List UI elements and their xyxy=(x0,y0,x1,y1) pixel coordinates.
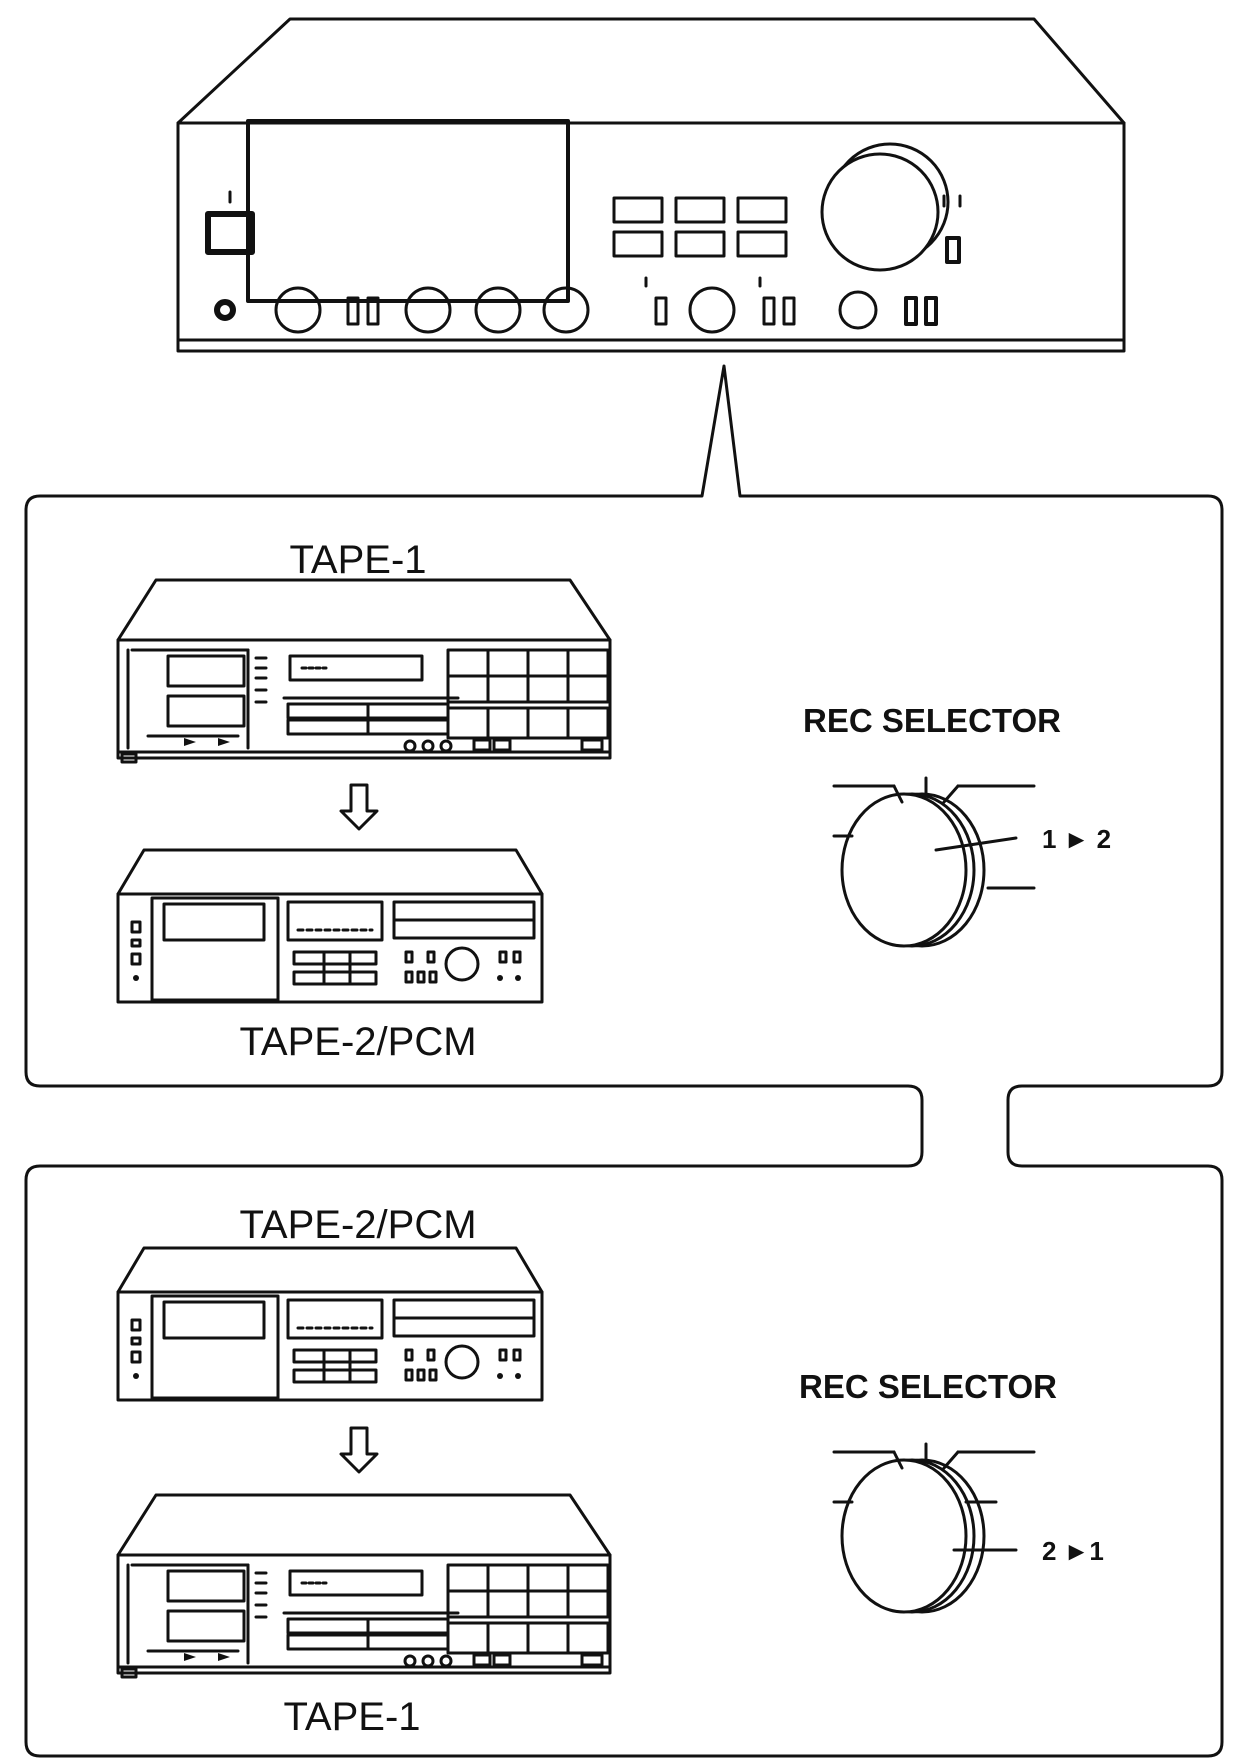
tape-1-deck-illustration xyxy=(116,578,612,764)
tape-2-pcm-deck-illustration xyxy=(116,848,544,1004)
transfer-arrow-icon xyxy=(339,783,379,831)
upper-panel xyxy=(116,578,1036,1004)
lower-rec-selector-label: REC SELECTOR xyxy=(799,1368,1057,1405)
lower-source-label: TAPE-2/PCM xyxy=(239,1203,476,1247)
rec-selector-knob-icon xyxy=(832,1442,1036,1614)
tape-2-pcm-deck-illustration xyxy=(116,1246,544,1402)
upper-panel-frame xyxy=(24,364,1224,1758)
lower-destination-label: TAPE-1 xyxy=(283,1695,420,1739)
lower-selector-position-label: 2 ►1 xyxy=(1042,1536,1104,1566)
upper-destination-label: TAPE-2/PCM xyxy=(239,1020,476,1064)
tape-1-deck-illustration xyxy=(116,1493,612,1679)
upper-rec-selector-label: REC SELECTOR xyxy=(803,702,1061,739)
upper-source-label: TAPE-1 xyxy=(289,538,426,582)
lower-panel xyxy=(116,1246,1036,1679)
transfer-arrow-icon xyxy=(339,1426,379,1474)
amplifier-illustration xyxy=(176,17,1126,353)
rec-selector-knob-icon xyxy=(832,776,1036,948)
upper-selector-position-label: 1 ► 2 xyxy=(1042,824,1111,854)
